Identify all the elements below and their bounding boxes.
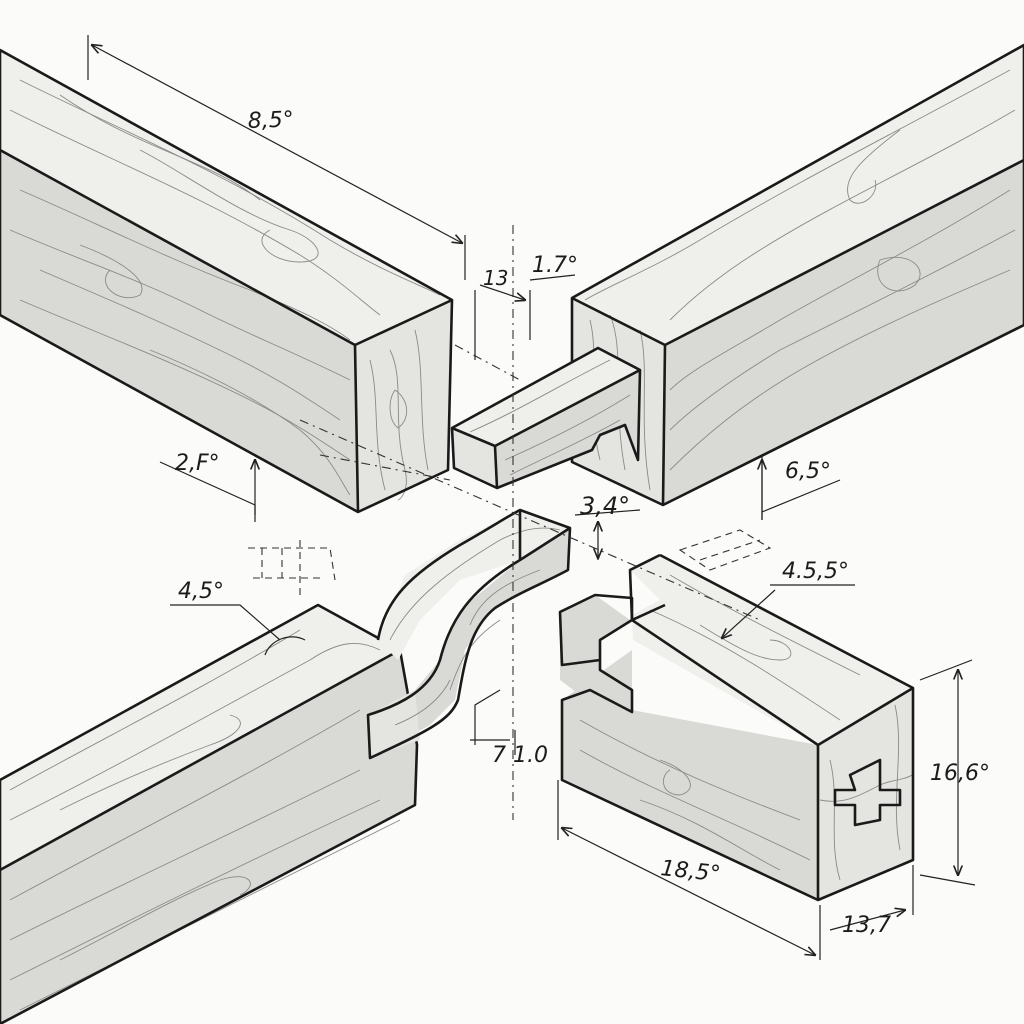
- dim-label-mortise: 4.5,5°: [782, 559, 849, 584]
- construction-lines: [248, 225, 772, 820]
- dimension-labels: 8,5° 13 1.7° 2,F° 6,5° 3,4° 4,5° 4.5,5° …: [175, 107, 990, 938]
- lower-left-beam: [0, 603, 419, 1024]
- dim-label-tenon-width: 13: [483, 266, 508, 290]
- dim-label-block-height: 16,6°: [930, 761, 990, 786]
- dim-label-top-length: 8,5°: [247, 107, 294, 134]
- upper-right-beam: [570, 43, 1024, 507]
- upper-left-beam: [0, 48, 454, 514]
- dim-label-tenon-angle: 1.7°: [532, 253, 578, 278]
- dim-label-right-height: 6,5°: [785, 459, 831, 484]
- dim-label-curve-top: 3,4°: [580, 492, 630, 520]
- dim-label-offset: 7 1.0: [492, 743, 548, 768]
- upper-tenon: [450, 346, 642, 490]
- dimension-lines: [87, 35, 976, 960]
- dim-label-left-angle: 4,5°: [178, 579, 224, 604]
- curved-tenon: [366, 508, 572, 760]
- dim-label-block-width: 13,7: [842, 913, 891, 938]
- dim-label-block-length: 18,5°: [659, 856, 721, 887]
- lower-right-beam: [558, 553, 915, 902]
- dim-label-left-height: 2,F°: [175, 451, 220, 476]
